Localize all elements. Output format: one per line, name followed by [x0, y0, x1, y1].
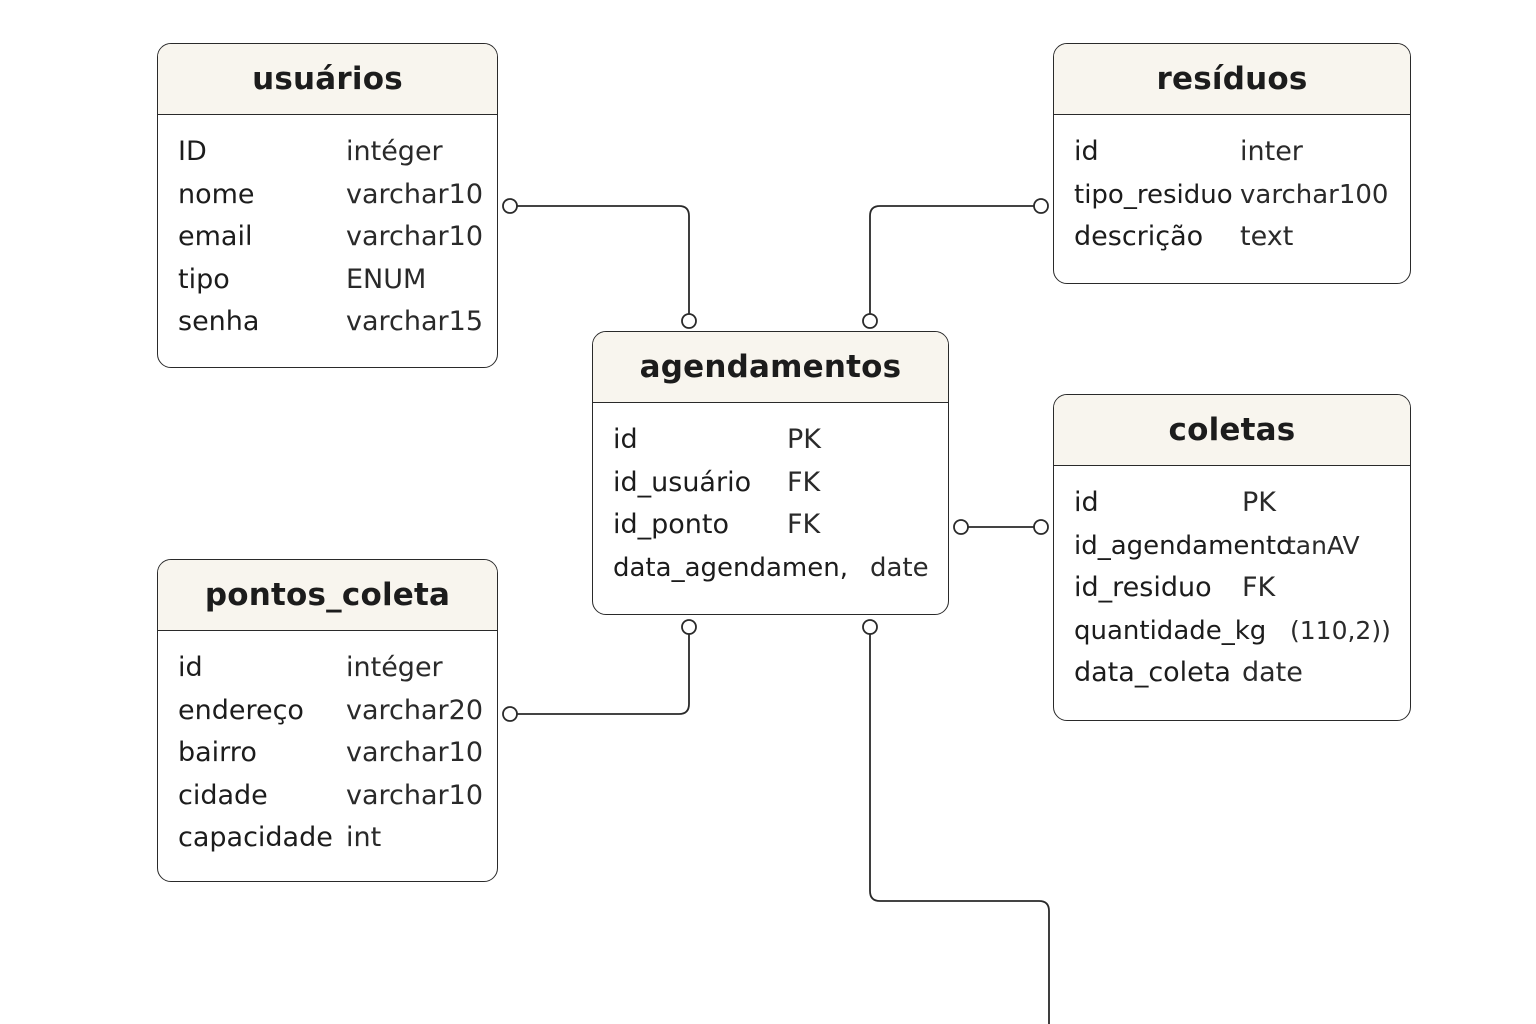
field-row: senha varchar15 [158, 301, 497, 344]
field-name: nome [178, 178, 255, 210]
field-row: id intéger [158, 647, 497, 690]
field-name: id [1074, 136, 1099, 167]
field-type: int [346, 822, 382, 853]
connector-end-circle [502, 198, 518, 214]
field-row: cidade varchar10 [158, 775, 497, 818]
field-name: tipo [178, 263, 230, 295]
connector-end-circle [1033, 198, 1049, 214]
entity-title: resíduos [1054, 44, 1410, 115]
field-type: intéger [346, 652, 443, 683]
field-row: id_residuo FK [1054, 567, 1410, 610]
field-row: descrição text [1054, 216, 1410, 259]
connector-pontos-agendamentos [517, 634, 690, 715]
field-name: bairro [178, 737, 257, 768]
field-row: email varchar10 [158, 216, 497, 259]
field-name: cidade [178, 779, 268, 811]
field-type: inter [1240, 136, 1303, 167]
entity-usuarios[interactable]: usuários ID intéger nome varchar10 email va… [157, 43, 498, 368]
entity-title: agendamentos [593, 332, 948, 403]
field-row: ID intéger [158, 131, 497, 174]
field-type: varchar10 [346, 178, 483, 210]
connector-end-circle [953, 519, 969, 535]
field-row: tipo ENUM [158, 259, 497, 302]
field-row: id inter [1054, 131, 1410, 174]
field-row: bairro varchar10 [158, 732, 497, 775]
field-row: nome varchar10 [158, 174, 497, 217]
field-row: id PK [593, 419, 948, 462]
field-row: id_usuário FK [593, 462, 948, 505]
field-row: id PK [1054, 482, 1410, 525]
field-row: data_coleta date [1054, 652, 1410, 695]
field-name: id [178, 652, 203, 683]
field-name: capacidade [178, 822, 333, 853]
field-type: (110,2)) [1290, 615, 1391, 645]
field-type: text [1240, 221, 1294, 252]
entity-title: coletas [1054, 395, 1410, 466]
field-name: id_usuário [613, 466, 752, 498]
field-type: date [870, 552, 929, 583]
field-name: endereço [178, 694, 304, 726]
entity-title: pontos_coleta [158, 560, 497, 631]
connector-agendamentos-down [869, 634, 1050, 1024]
field-type: tanAV [1286, 530, 1360, 560]
field-type: varchar15 [346, 306, 483, 337]
field-name: id [1074, 487, 1099, 518]
entity-pontos-coleta[interactable]: pontos_coleta id intéger endereço varchar2… [157, 559, 498, 882]
entity-fields: id intéger endereço varchar20 bairro varcha… [158, 631, 497, 860]
field-name: tipo_residuo [1074, 179, 1233, 210]
field-type: varchar100 [1240, 179, 1389, 210]
field-name: id [613, 424, 638, 455]
field-name: ID [178, 136, 207, 167]
field-type: ENUM [346, 263, 427, 295]
field-type: varchar10 [346, 737, 483, 768]
field-row: quantidade_kg (110,2)) [1054, 610, 1410, 653]
field-name: id_ponto [613, 509, 730, 540]
field-type: intéger [346, 136, 443, 167]
field-type: varchar10 [346, 221, 483, 252]
field-row: data_agendamen, date [593, 547, 948, 590]
field-type: PK [1242, 487, 1276, 518]
connector-end-circle [862, 313, 878, 329]
connector-end-circle [681, 619, 697, 635]
field-type: date [1242, 657, 1303, 688]
field-type: PK [787, 424, 821, 455]
entity-fields: ID intéger nome varchar10 email varchar10 t… [158, 115, 497, 344]
field-name: senha [178, 306, 260, 337]
field-name: data_coleta [1074, 657, 1231, 688]
connector-usuarios-agendamentos [517, 205, 690, 314]
connector-end-circle [502, 706, 518, 722]
field-row: endereço varchar20 [158, 690, 497, 733]
field-type: varchar10 [346, 779, 483, 811]
connector-residuos-agendamentos [869, 205, 1034, 314]
field-row: capacidade int [158, 817, 497, 860]
field-name: id_agendamento [1074, 530, 1292, 561]
connector-end-circle [681, 313, 697, 329]
connector-end-circle [862, 619, 878, 635]
field-name: quantidade_kg [1074, 615, 1267, 646]
field-name: email [178, 221, 253, 252]
entity-title: usuários [158, 44, 497, 115]
connector-end-circle [1033, 519, 1049, 535]
field-type: FK [1242, 572, 1276, 603]
field-type: varchar20 [346, 694, 483, 726]
field-name: id_residuo [1074, 572, 1212, 603]
field-type: FK [787, 509, 821, 540]
field-name: descrição [1074, 221, 1204, 252]
field-type: FK [787, 466, 821, 498]
field-name: data_agendamen, [613, 552, 848, 583]
field-row: id_ponto FK [593, 504, 948, 547]
